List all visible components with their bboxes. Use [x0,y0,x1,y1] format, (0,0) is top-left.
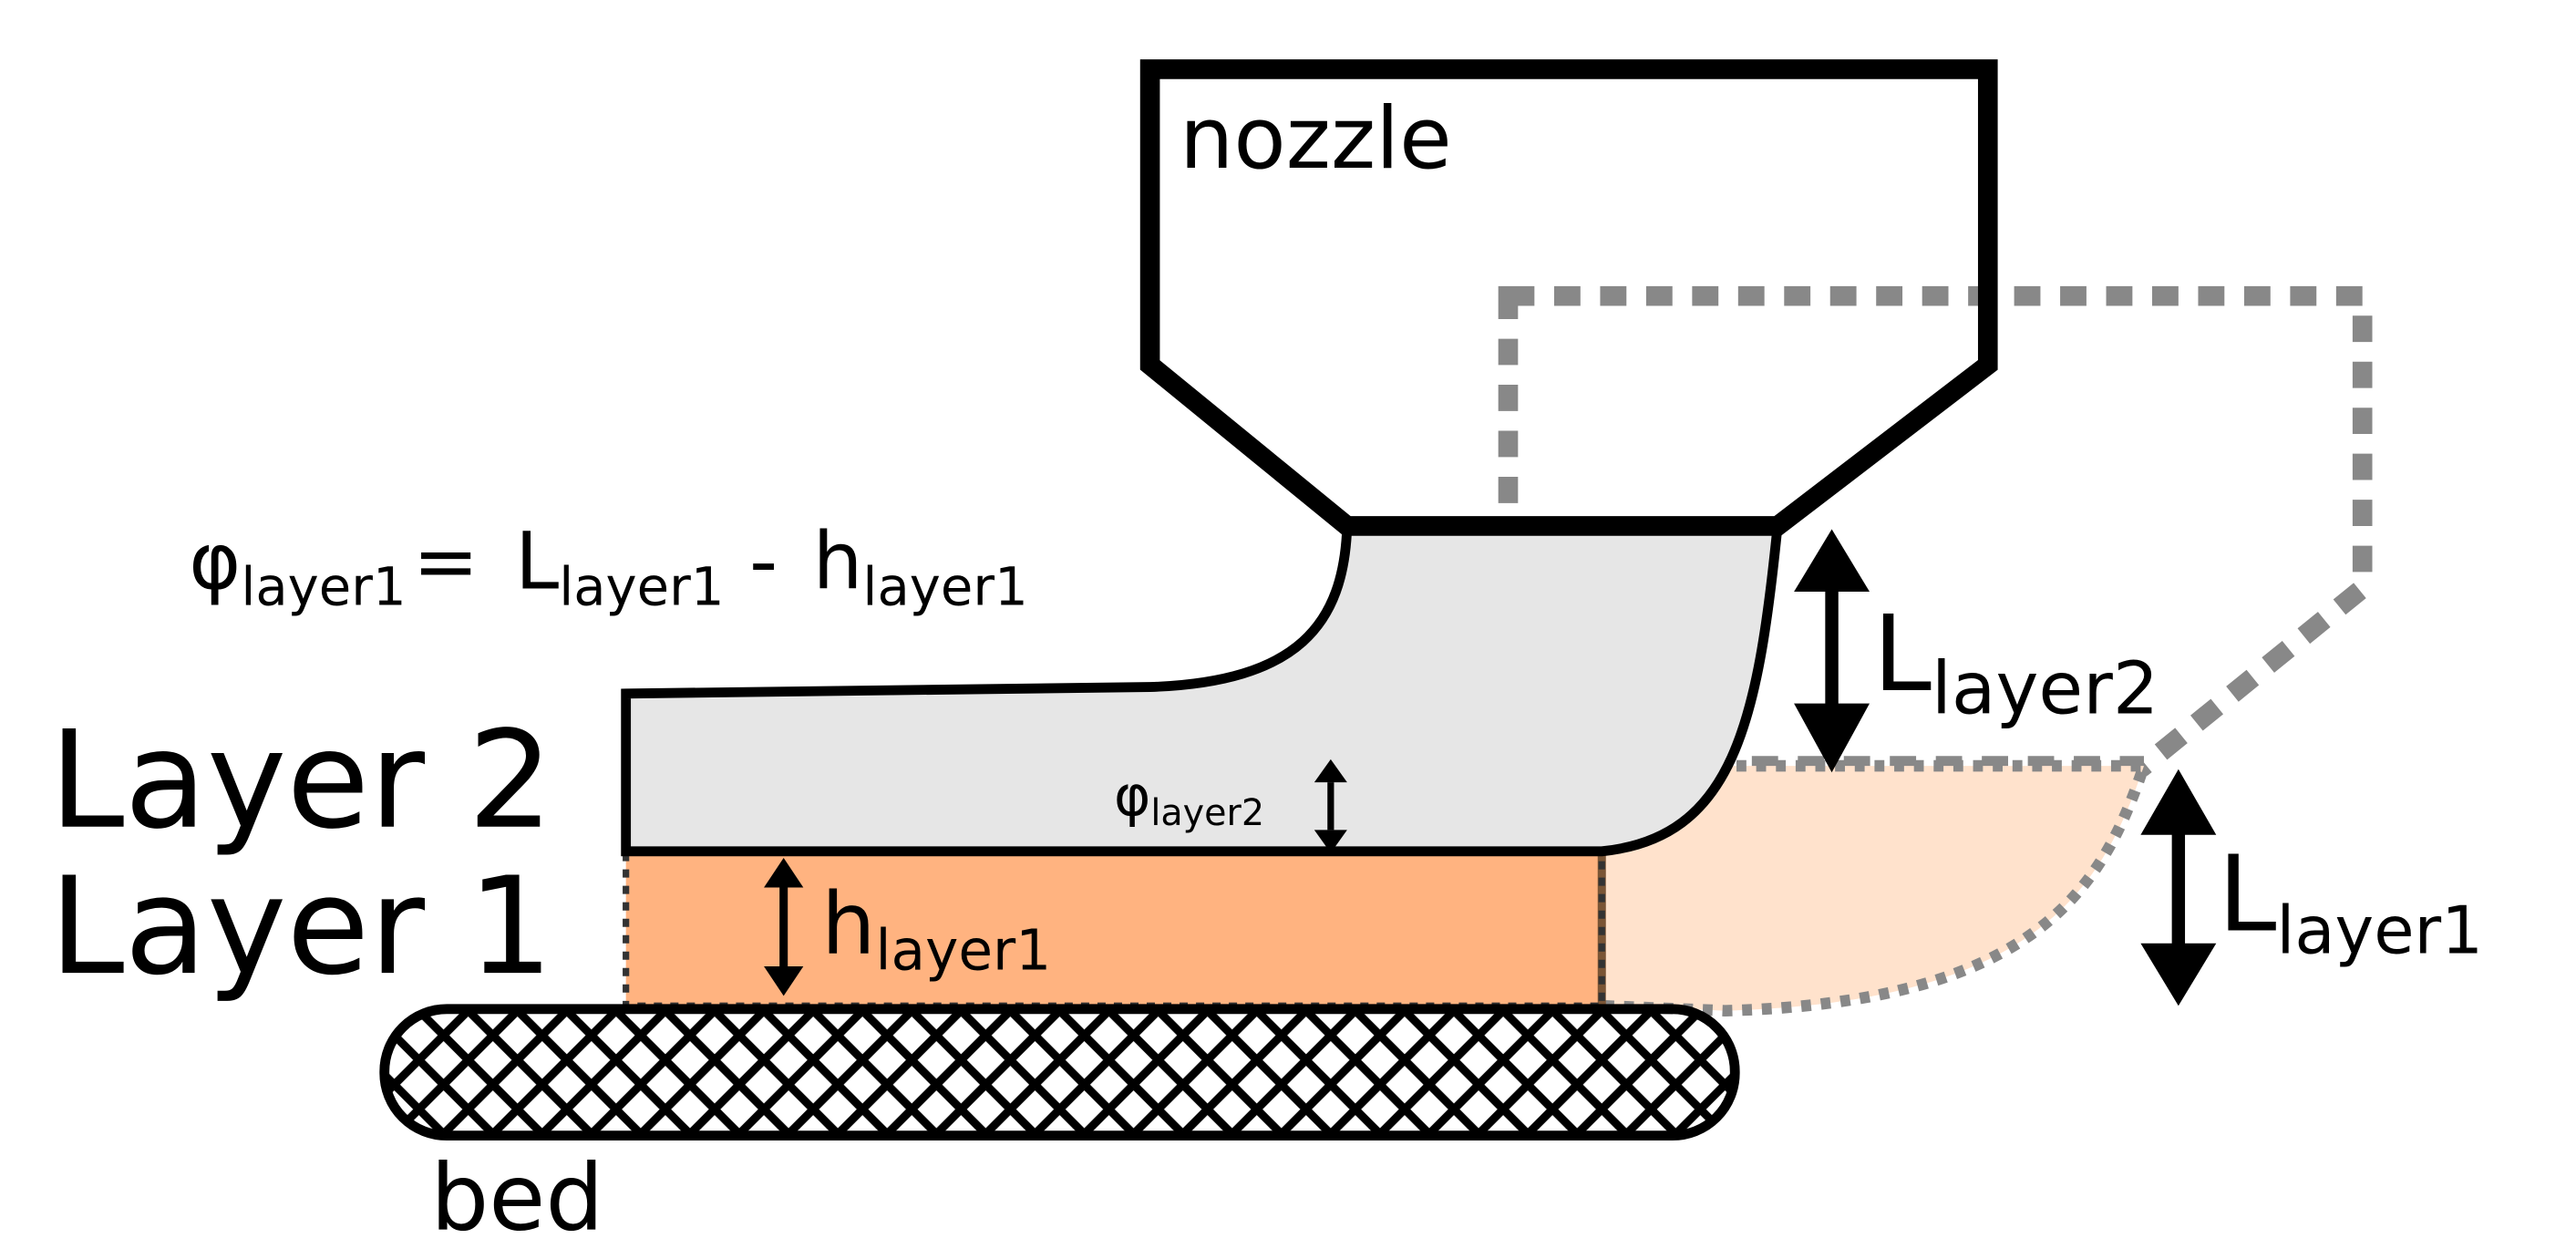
h-layer1-arrow [764,858,804,996]
layer2-label: Layer 2 [49,702,553,859]
phi-layer2-arrow [1314,758,1347,853]
layer1-ghost-region [1602,766,2144,1011]
bed-plate [379,1004,1740,1141]
L-layer1-label: Llayer1 [2218,833,2483,969]
equation-L-symbol: L [515,516,559,607]
L-layer1-symbol: L [2218,833,2276,955]
equation-h-symbol: h [813,516,863,607]
equation: φlayer1=Llayer1 - hlayer1 [189,516,1028,617]
L-layer2-label: Llayer2 [1873,593,2159,730]
L-layer2-symbol: L [1873,593,1932,716]
layer1-label: Layer 1 [49,848,553,1005]
equation-equals: = [413,516,479,607]
phi-layer2-symbol: φ [1114,764,1150,829]
L-layer2-arrow [1794,529,1870,773]
L-layer1-sub: layer1 [2276,893,2483,970]
equation-phi-symbol: φ [189,516,241,607]
equation-phi-sub: layer1 [241,555,406,617]
bed-label: bed [430,1143,603,1251]
layer2-block [621,521,1784,857]
phi-layer2-sub: layer2 [1150,792,1264,834]
phi-layer2-label: φlayer2 [1114,764,1264,834]
nozzle-label: nozzle [1180,89,1452,189]
equation-L-sub: layer1 [559,555,724,617]
layer1-block [625,851,1602,1006]
h-layer1-sub: layer1 [876,919,1052,984]
equation-minus: - [725,516,803,607]
nozzle-body [1139,59,1998,536]
layer1-ghost-outline [1601,759,2152,1016]
L-layer2-sub: layer2 [1932,645,2159,730]
h-layer1-label: hlayer1 [821,875,1051,984]
L-layer1-arrow [2140,769,2217,1006]
equation-h-sub: layer1 [862,555,1027,617]
h-layer1-symbol: h [821,875,875,975]
